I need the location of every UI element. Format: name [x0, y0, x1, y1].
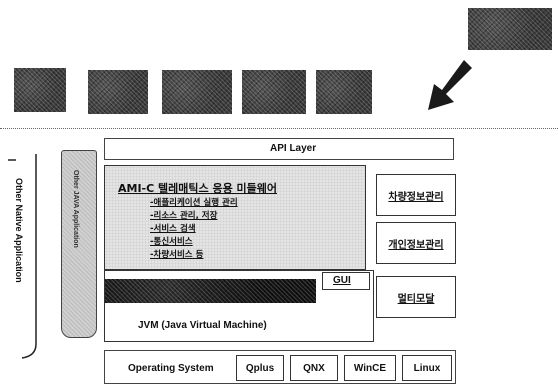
os-wince: WinCE — [344, 355, 396, 381]
multimodal-box: 멀티모달 — [376, 276, 456, 318]
other-native-label: Other Native Application — [14, 178, 24, 283]
os-layer — [104, 350, 456, 384]
vehicle-info-box: 차량정보관리 — [376, 174, 456, 216]
gui-box — [322, 272, 370, 290]
arrow-down-left-icon — [428, 60, 472, 110]
app-block-3 — [162, 70, 232, 114]
middleware-item: -리소스 관리, 저장 — [150, 211, 218, 221]
os-label: Operating System — [128, 363, 214, 374]
personal-info-box: 개인정보관리 — [376, 222, 456, 264]
separator-line — [0, 128, 558, 129]
jvm-layer — [104, 270, 374, 342]
middleware-item: -차량서비스 등 — [150, 250, 204, 260]
os-qplus: Qplus — [236, 355, 284, 381]
middleware-title: AMI-C 텔레매틱스 응용 미들웨어 — [118, 182, 277, 195]
api-layer-label: API Layer — [270, 143, 317, 154]
app-block-4 — [242, 70, 306, 114]
top-right-block — [468, 8, 552, 50]
middleware-item: -통신서비스 — [150, 237, 193, 247]
app-block-2 — [88, 70, 148, 114]
api-layer — [104, 138, 454, 160]
left-bracket — [8, 154, 37, 359]
dark-bar — [104, 279, 316, 303]
app-block-1 — [14, 68, 66, 112]
java-app-label: Other JAVA Application — [72, 170, 79, 248]
gui-label: GUI — [333, 275, 351, 286]
jvm-label: JVM (Java Virtual Machine) — [138, 320, 267, 331]
middleware-item: -애플리케이션 실행 관리 — [150, 198, 238, 208]
app-block-5 — [316, 70, 372, 114]
java-app-column — [61, 150, 97, 338]
os-qnx: QNX — [290, 355, 338, 381]
middleware-item: -서비스 검색 — [150, 224, 196, 234]
os-linux: Linux — [402, 355, 452, 381]
middleware-box — [104, 165, 366, 270]
